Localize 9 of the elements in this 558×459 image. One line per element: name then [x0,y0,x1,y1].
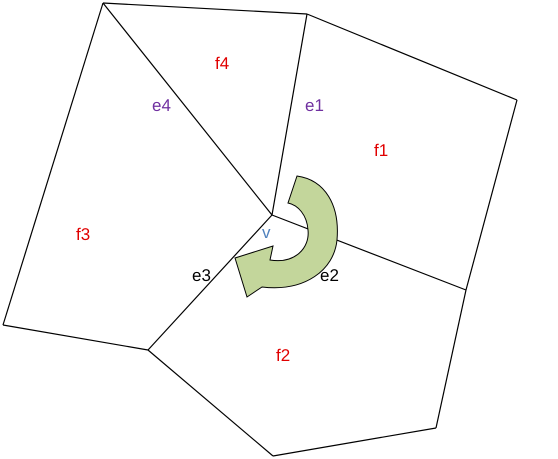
side-name: e2 [320,266,339,286]
side-name: e1 [305,96,324,116]
side-name: e3 [192,266,211,286]
vertex-label: v [262,223,270,243]
side-name: e4 [152,96,171,116]
face-label: f1 [374,141,388,161]
face-label: f3 [76,225,90,245]
face-label: f4 [215,54,230,74]
face-label: f2 [276,346,290,366]
